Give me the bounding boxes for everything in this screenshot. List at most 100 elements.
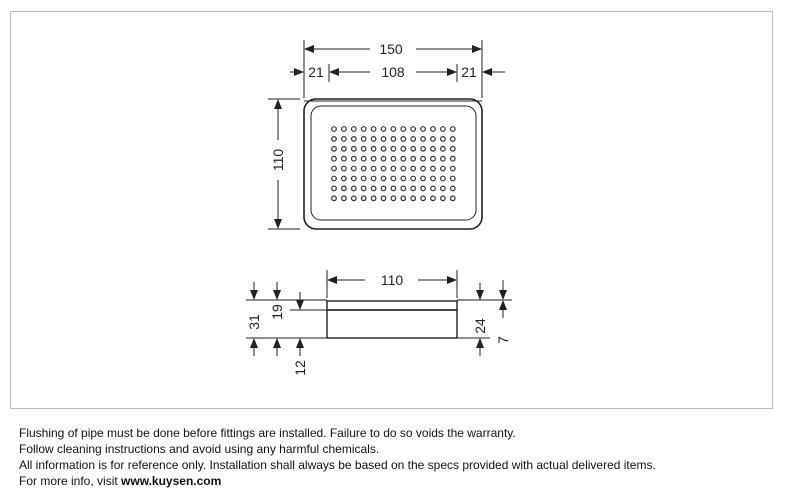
drain-hole (440, 145, 446, 152)
drain-hole (410, 126, 417, 132)
drain-hole (420, 175, 427, 182)
drain-hole (370, 195, 377, 202)
dim-top-width: 150 (379, 41, 403, 57)
drain-hole (380, 165, 387, 172)
drain-hole (400, 175, 407, 182)
drain-hole (360, 175, 367, 182)
drain-hole (370, 165, 377, 172)
drain-hole (350, 185, 357, 192)
dim-side-width: 110 (381, 272, 404, 288)
drain-hole (400, 145, 407, 152)
drain-hole (449, 126, 456, 132)
dim-inner-width: 108 (381, 64, 405, 80)
drain-hole (449, 185, 456, 192)
drain-hole (410, 185, 417, 192)
drawing-frame (10, 11, 773, 409)
drain-hole (410, 155, 417, 162)
drain-hole (420, 155, 427, 162)
drain-hole (360, 126, 367, 132)
drain-hole (410, 145, 417, 152)
note-more-info: For more info, visit www.kuysen.com (19, 473, 656, 489)
drain-hole (380, 126, 387, 132)
drain-hole (331, 126, 337, 132)
drain-hole (449, 195, 456, 202)
drain-hole (440, 175, 446, 182)
note-more-info-prefix: For more info, visit (19, 474, 122, 488)
drain-hole (420, 126, 427, 132)
drain-hole (420, 185, 427, 192)
dish-top-outline (303, 98, 483, 230)
drain-hole (390, 145, 397, 152)
drain-hole (390, 195, 397, 202)
drain-hole (360, 145, 367, 152)
dish-side-body (326, 309, 458, 339)
drain-hole (449, 155, 456, 162)
drain-hole (341, 135, 347, 142)
dim-lip-height: 7 (495, 336, 511, 344)
drain-hole (341, 145, 347, 152)
drain-hole (380, 175, 387, 182)
dim-right-height: 24 (472, 318, 488, 334)
dim-depth: 110 (270, 149, 286, 172)
drain-hole (341, 165, 347, 172)
drain-hole (449, 145, 456, 152)
drain-hole (400, 185, 407, 192)
dish-side-lip (326, 300, 458, 311)
drain-hole (410, 175, 417, 182)
drain-hole (390, 155, 397, 162)
drain-hole (370, 185, 377, 192)
drain-hole (420, 165, 427, 172)
drain-hole (331, 195, 337, 202)
drain-hole (380, 185, 387, 192)
dim-bottom-offset: 12 (292, 360, 308, 376)
drain-hole (350, 145, 357, 152)
drain-hole (440, 195, 446, 202)
drain-hole (360, 165, 367, 172)
drain-hole (400, 126, 407, 132)
drain-hole (390, 126, 397, 132)
drain-hole (350, 155, 357, 162)
drain-hole (341, 195, 347, 202)
drain-hole (420, 135, 427, 142)
drain-hole (430, 126, 436, 132)
drain-hole (360, 135, 367, 142)
drain-hole (400, 135, 407, 142)
drain-hole (420, 195, 427, 202)
drain-hole (360, 185, 367, 192)
drain-hole (370, 175, 377, 182)
drain-hole (341, 185, 347, 192)
drain-hole (430, 195, 436, 202)
drain-hole (341, 126, 347, 132)
drain-hole (430, 165, 436, 172)
drain-hole (430, 185, 436, 192)
drain-hole (440, 165, 446, 172)
drain-hole (350, 165, 357, 172)
drain-hole (390, 185, 397, 192)
drain-hole (449, 175, 456, 182)
drain-hole (440, 135, 446, 142)
drain-hole (380, 145, 387, 152)
drain-hole (380, 195, 387, 202)
dim-right-margin: 21 (461, 64, 477, 80)
drain-hole (331, 175, 337, 182)
drain-hole (370, 145, 377, 152)
drain-hole (440, 185, 446, 192)
dim-total-height: 31 (246, 314, 262, 330)
website-link[interactable]: www.kuysen.com (121, 474, 222, 488)
drain-hole (331, 135, 337, 142)
drain-hole (400, 195, 407, 202)
drain-hole (430, 135, 436, 142)
drain-hole (410, 195, 417, 202)
notes-block: Flushing of pipe must be done before fit… (19, 425, 656, 489)
drain-hole (400, 165, 407, 172)
drain-hole (430, 175, 436, 182)
drain-holes (331, 126, 456, 202)
drain-hole (390, 165, 397, 172)
drain-hole (380, 155, 387, 162)
drain-hole (370, 155, 377, 162)
note-reference: All information is for reference only. I… (19, 458, 656, 472)
drain-hole (410, 165, 417, 172)
note-flushing: Flushing of pipe must be done before fit… (19, 426, 516, 440)
drain-hole (331, 165, 337, 172)
drain-hole (331, 155, 337, 162)
